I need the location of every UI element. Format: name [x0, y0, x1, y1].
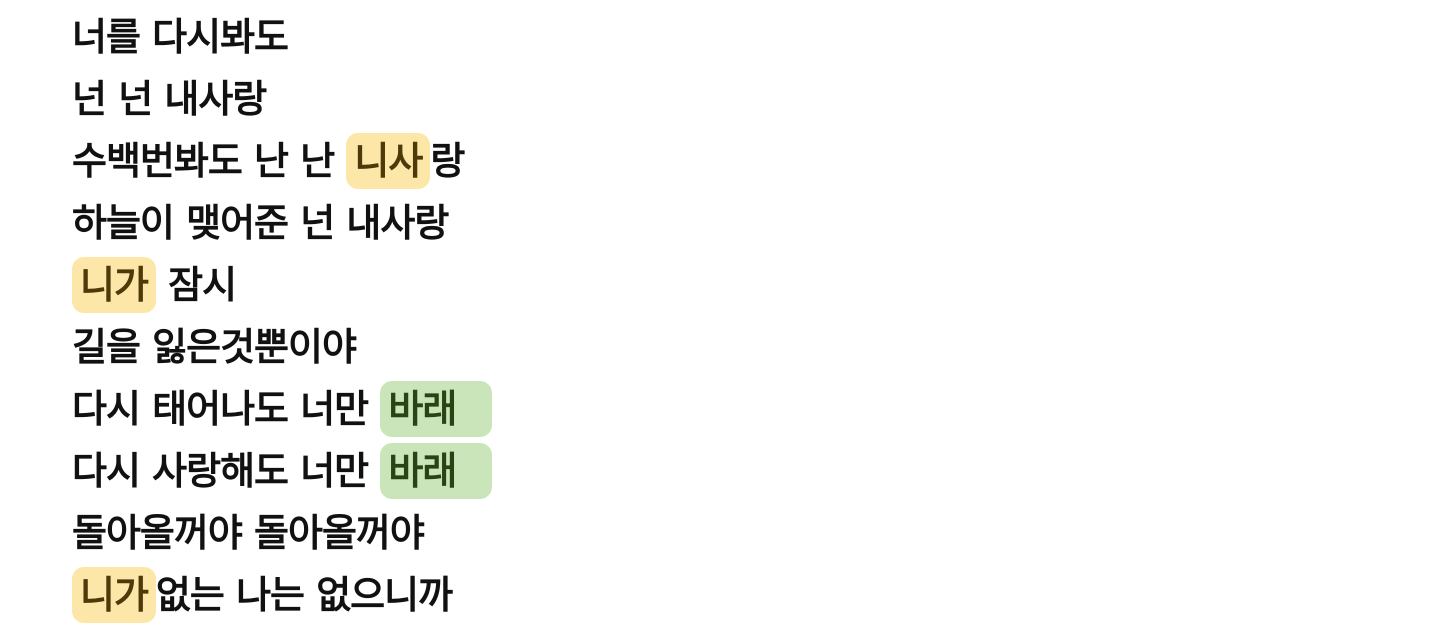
lyric-line: 너를 다시봐도	[72, 6, 492, 68]
highlighted-text-yellow: 니가	[72, 257, 156, 313]
lyric-line: 길을 잃은것뿐이야	[72, 316, 492, 378]
lyric-text: 랑	[430, 139, 465, 183]
lyric-text: 너를 다시봐도	[72, 15, 289, 59]
lyric-text: 잠시	[155, 263, 237, 307]
lyric-text: 다시 사랑해도 너만	[72, 449, 381, 493]
lyric-line: 니가 잠시	[72, 254, 492, 316]
highlighted-text-yellow: 니사	[346, 133, 431, 189]
highlighted-text-green: 바래	[380, 443, 493, 499]
lyric-line: 다시 사랑해도 너만 바래	[72, 440, 493, 502]
lyric-text: 다시 태어나도 너만	[72, 387, 381, 431]
lyric-line: 하늘이 맺어준 넌 내사랑	[72, 192, 492, 254]
lyric-text: 넌 넌 내사랑	[72, 77, 267, 121]
lyric-text: 돌아올꺼야 돌아올꺼야	[72, 511, 425, 555]
lyric-text: 하늘이 맺어준 넌 내사랑	[72, 201, 449, 245]
highlighted-text-green: 바래	[380, 381, 493, 437]
lyric-text: 길을 잃은것뿐이야	[72, 325, 357, 369]
lyric-line: 다시 태어나도 너만 바래	[72, 378, 493, 440]
lyric-line: 돌아올꺼야 돌아올꺼야	[72, 502, 492, 564]
highlighted-text-yellow: 니가	[72, 567, 156, 623]
lyric-line: 넌 넌 내사랑	[72, 68, 492, 130]
lyric-text: 수백번봐도 난 난	[72, 139, 347, 183]
lyric-text: 없는 나는 없으니까	[155, 573, 453, 617]
